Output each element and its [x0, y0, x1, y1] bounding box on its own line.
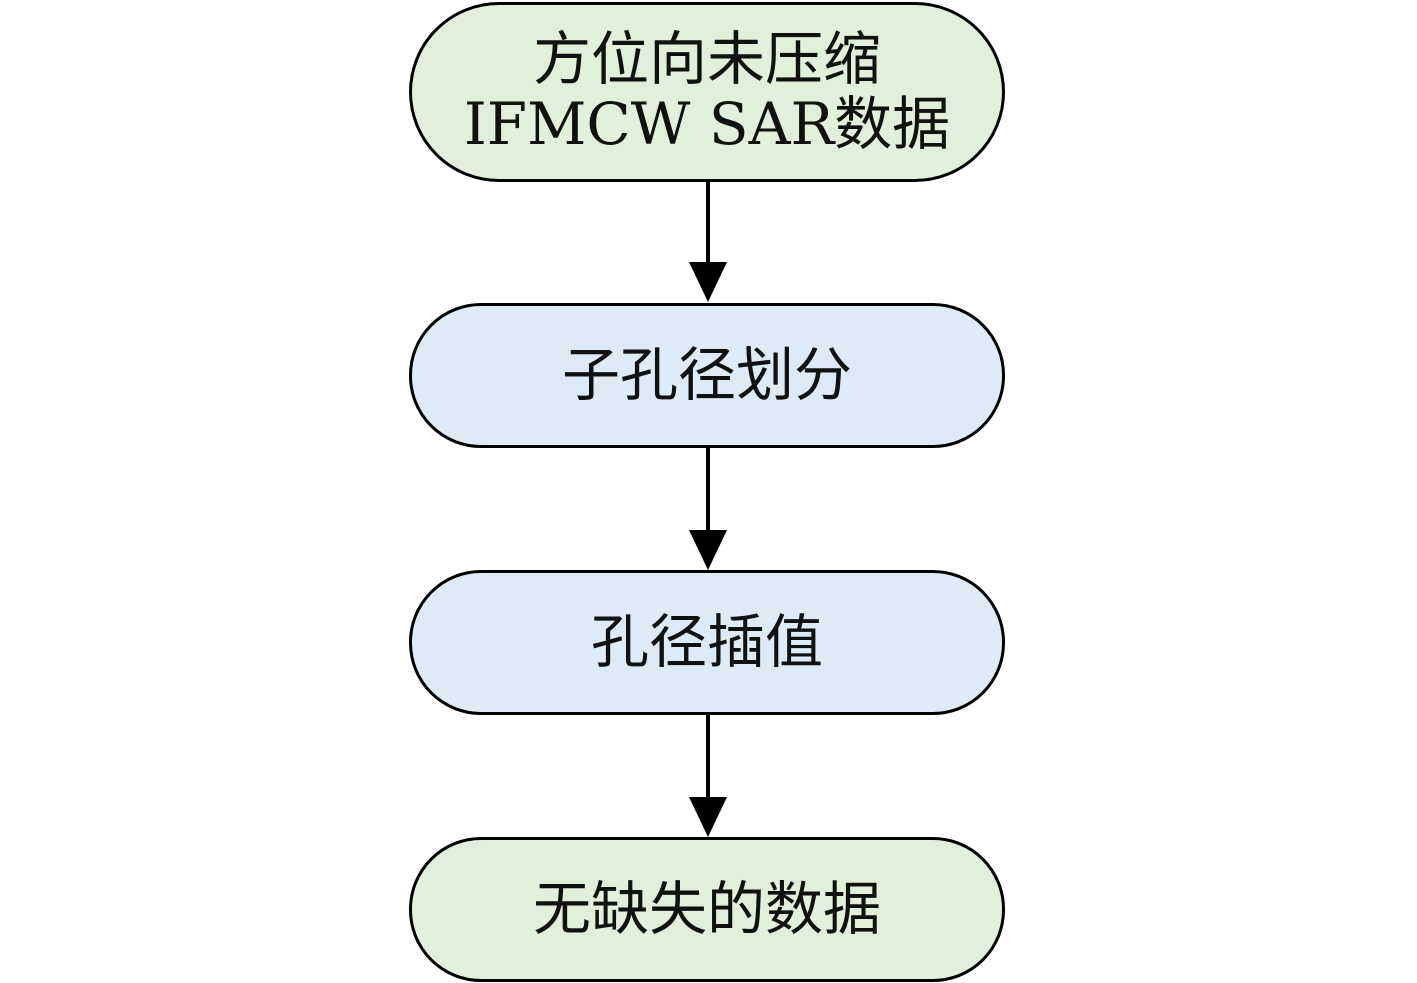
node-subaperture-label: 子孔径划分	[561, 341, 852, 410]
node-interpolation-label: 孔径插值	[590, 608, 823, 677]
node-uncompressed-data: 方位向未压缩 IFMCW SAR数据	[409, 2, 1005, 182]
node-aperture-interpolation: 孔径插值	[409, 570, 1005, 715]
arrow-start-to-subaperture	[689, 182, 727, 302]
node-start-line2: IFMCW SAR数据	[463, 90, 951, 158]
node-subaperture-division: 子孔径划分	[409, 303, 1005, 448]
arrow-interpolation-to-end	[689, 715, 727, 837]
arrow-subaperture-to-interpolation	[689, 448, 727, 570]
node-complete-data: 无缺失的数据	[409, 837, 1005, 982]
node-start-line1: 方位向未压缩	[532, 25, 881, 94]
node-end-label: 无缺失的数据	[532, 875, 881, 944]
